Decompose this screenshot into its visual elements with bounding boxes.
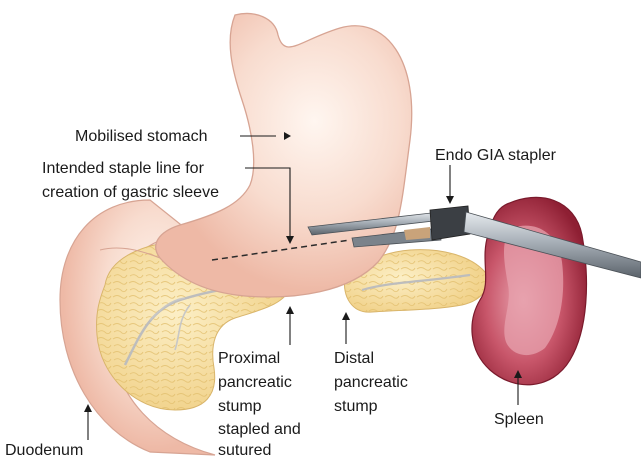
label-endo-gia-stapler: Endo GIA stapler — [435, 146, 556, 166]
label-proximal-line1: Proximal — [218, 349, 280, 369]
stomach-shape — [156, 14, 412, 297]
label-distal-line3: stump — [334, 397, 378, 417]
label-mobilised-stomach: Mobilised stomach — [75, 127, 208, 147]
label-staple-line-line2: creation of gastric sleeve — [42, 183, 219, 203]
label-proximal-line2: pancreatic — [218, 373, 292, 393]
label-staple-line-line1: Intended staple line for — [42, 159, 204, 179]
label-duodenum: Duodenum — [5, 441, 83, 461]
label-distal-line2: pancreatic — [334, 373, 408, 393]
label-proximal-line4: stapled and — [218, 420, 301, 440]
label-proximal-line3: stump — [218, 397, 262, 417]
label-proximal-line5: sutured — [218, 441, 271, 461]
label-distal-line1: Distal — [334, 349, 374, 369]
label-spleen: Spleen — [494, 410, 544, 430]
